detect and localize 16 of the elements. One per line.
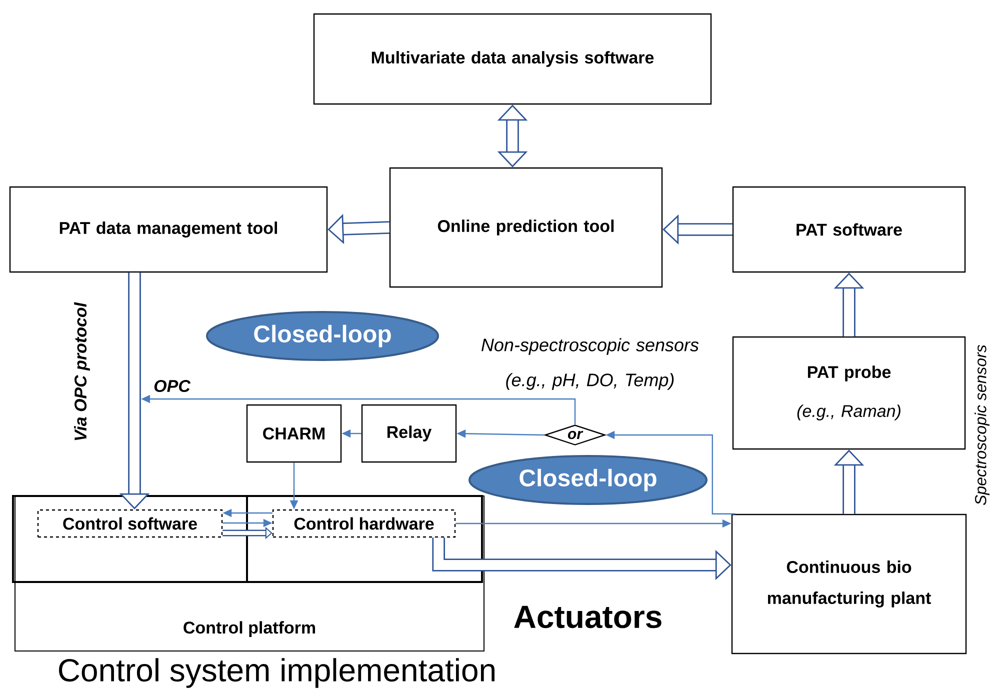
rotated-label: Spectroscopic sensors xyxy=(974,344,990,506)
annotation: Non-spectroscopic sensors (e.g., pH, DO, Temp) xyxy=(482,338,699,390)
heading: Control system implementation xyxy=(59,658,494,688)
process-box: Multivariate data analysis software xyxy=(313,13,712,105)
process-box: Online prediction tool xyxy=(389,167,663,288)
process-box: PAT data management tool xyxy=(9,186,328,273)
heading: Actuators xyxy=(514,606,662,628)
process-box: Relay xyxy=(361,404,457,463)
process-box: PAT probe (e.g., Raman) xyxy=(732,336,966,450)
edge-label: OPC xyxy=(154,380,191,392)
process-box: PAT software xyxy=(732,186,966,273)
block-arrow xyxy=(497,104,528,168)
process-box: Continuous bio manufacturing plant xyxy=(731,514,967,654)
rotated-label: Via OPC protocol xyxy=(74,302,90,440)
dashed-box: Control hardware xyxy=(272,509,456,538)
process-box: CHARM xyxy=(246,404,342,463)
